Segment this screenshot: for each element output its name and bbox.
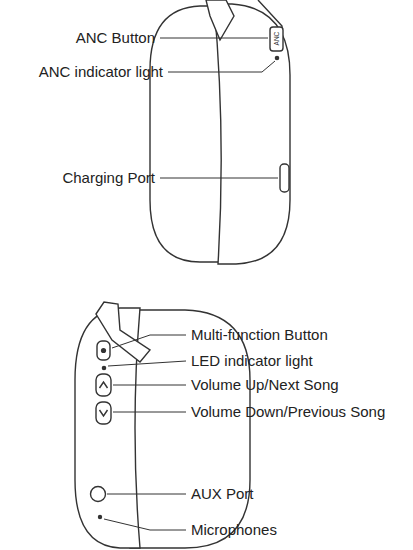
leader-line (104, 519, 186, 530)
down-icon (100, 410, 108, 416)
led-dot (102, 366, 105, 369)
part-label: AUX Port (191, 486, 254, 503)
up-icon (100, 382, 108, 388)
microphone-hole (99, 516, 102, 519)
aux-port (91, 487, 106, 502)
bottom-leaders (104, 335, 186, 530)
leader-line (107, 494, 186, 495)
part-label: Volume Up/Next Song (191, 377, 339, 394)
yoke (96, 302, 150, 362)
leader-line (112, 335, 186, 348)
yoke (206, 0, 234, 40)
part-label: LED indicator light (191, 353, 313, 370)
anc-button (270, 27, 283, 51)
leader-line (160, 38, 268, 39)
volume-up-button (96, 374, 111, 396)
button-marking: ANC (273, 32, 280, 46)
charging-port (280, 164, 289, 192)
button-icon (101, 348, 106, 353)
housing (214, 4, 290, 264)
top-leaders (160, 38, 278, 178)
leader-line (160, 178, 278, 179)
ear-cushion (130, 310, 250, 548)
part-label: ANC Button (76, 30, 155, 47)
indicator-dot (275, 56, 278, 59)
part-label: Multi-function Button (191, 327, 328, 344)
volume-down-button (96, 402, 111, 424)
multi-function-button (97, 341, 110, 360)
top-ear-cup (150, 0, 290, 264)
part-label: Microphones (191, 522, 277, 539)
leader-line (108, 361, 186, 366)
leader-line (168, 61, 275, 72)
part-label: Charging Port (62, 170, 155, 187)
leader-line (113, 385, 186, 386)
part-label: Volume Down/Previous Song (191, 404, 385, 421)
leader-line (113, 412, 186, 413)
part-label: ANC indicator light (39, 64, 163, 81)
